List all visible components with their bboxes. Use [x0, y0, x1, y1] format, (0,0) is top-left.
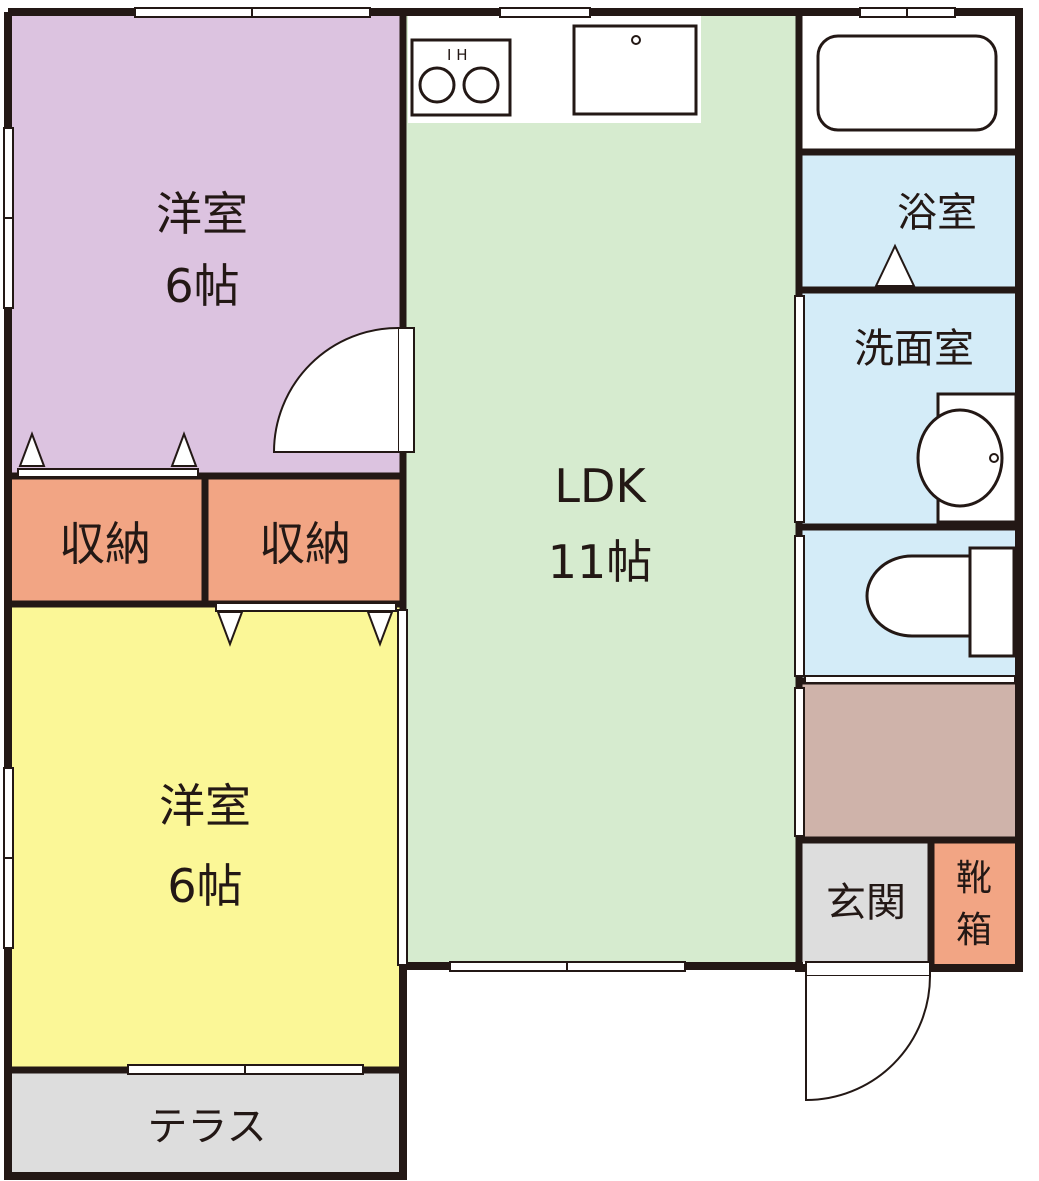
room-ldk-fill [403, 12, 799, 967]
stove-burner-left [418, 66, 456, 104]
bath-fixtures [816, 34, 1018, 658]
washroom-name: 洗面室 [854, 326, 974, 372]
doors [17, 295, 1016, 1102]
terrace-name: テラス [147, 1104, 266, 1150]
sliding-door-hall [794, 687, 805, 837]
ldk-name: LDK [554, 459, 647, 513]
entrance-name: 玄関 [826, 880, 906, 926]
kitchen-fixtures [410, 24, 698, 117]
western-room-bottom-size: 6帖 [167, 859, 242, 913]
storage-door-marker-3 [216, 611, 244, 647]
sliding-door-western-bottom [397, 609, 408, 966]
room-western-bottom-fill [8, 604, 403, 1069]
washbasin-tap [989, 453, 999, 463]
storage-door-marker-2 [170, 431, 198, 467]
door-western-top-leaf [397, 327, 415, 453]
storage-door-marker-4 [366, 611, 394, 647]
sliding-door-washroom [794, 295, 805, 523]
door-entrance-leaf [805, 961, 931, 977]
bath-door-marker [874, 243, 916, 287]
bathroom-name: 浴室 [897, 190, 977, 236]
sliding-door-storage-bottom [215, 602, 397, 612]
door-western-top-swing [272, 327, 399, 453]
storage-left-name: 収納 [59, 517, 151, 571]
room-storage-right-fill [207, 478, 403, 604]
room-shoe-box-fill [932, 840, 1019, 964]
sliding-door-storage-top [17, 468, 199, 478]
door-entrance-swing [805, 975, 931, 1102]
room-hall-fill [801, 684, 1019, 839]
bath-tub [816, 34, 998, 132]
ldk-size: 11帖 [548, 535, 653, 589]
western-room-top-name: 洋室 [156, 187, 248, 241]
window-top-kitchen [499, 7, 591, 18]
sliding-door-toilet [794, 535, 805, 677]
sink-drain [631, 35, 641, 45]
ih-stove [410, 38, 512, 117]
room-storage-left-fill [10, 478, 204, 604]
storage-right-name: 収納 [259, 517, 351, 571]
ih-stove-label: I H [447, 46, 467, 64]
windows [3, 7, 956, 1075]
room-bathroom-fill [801, 152, 1019, 290]
room-terrace-fill [8, 1070, 406, 1173]
hall-threshold [804, 675, 1016, 684]
western-room-top-size: 6帖 [164, 259, 239, 313]
room-entrance-fill [801, 840, 931, 962]
storage-door-marker-1 [18, 431, 46, 467]
toilet-tank [968, 546, 1016, 658]
shoe-box-name-line2: 箱 [956, 910, 992, 951]
toilet-bowl [865, 554, 972, 638]
shoe-box-name-line1: 靴 [956, 858, 992, 899]
stove-burner-right [462, 66, 500, 104]
washbasin-bowl [916, 408, 1004, 508]
western-room-bottom-name: 洋室 [159, 779, 251, 833]
